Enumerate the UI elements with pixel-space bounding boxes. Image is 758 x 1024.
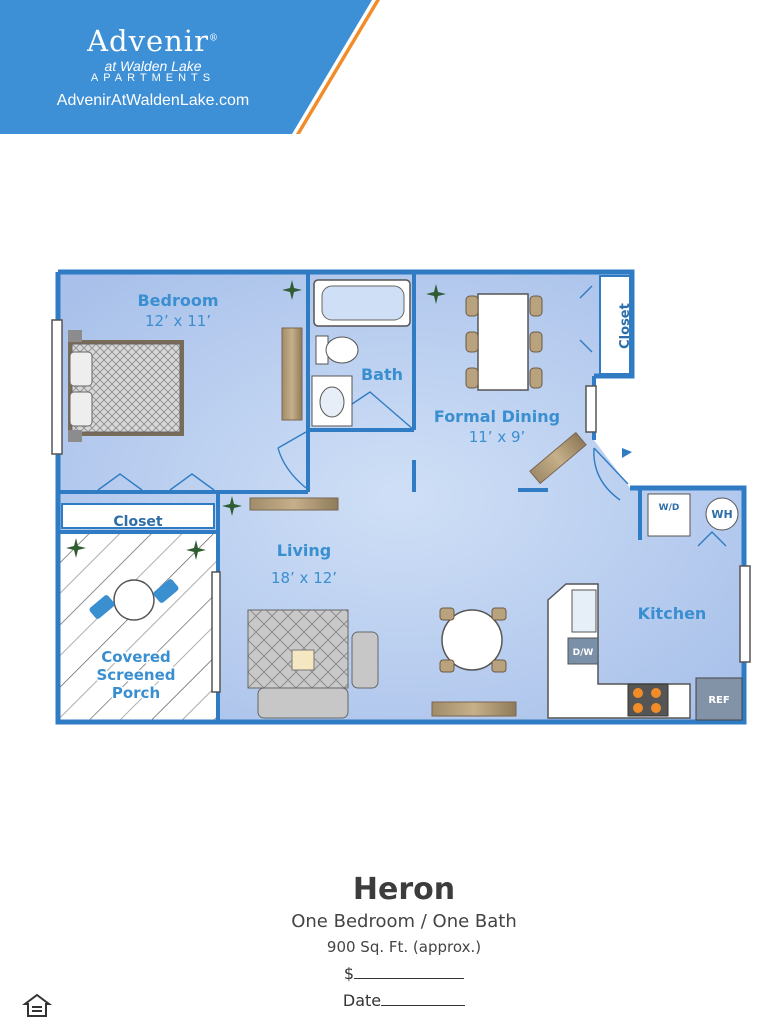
room-label-living: Living bbox=[277, 541, 331, 560]
price-label: $ bbox=[343, 964, 355, 983]
date-row: Date bbox=[204, 991, 604, 1010]
refrigerator-label: REF bbox=[708, 695, 729, 706]
brand-website-link[interactable]: AdvenirAtWaldenLake.com bbox=[56, 92, 250, 109]
banner-background bbox=[0, 0, 372, 134]
dishwasher-box bbox=[567, 637, 599, 665]
porch-label-line2: Screened bbox=[96, 666, 175, 684]
floor-plan: Bedroom 12’ x 11’ Bath Formal Dining 11’… bbox=[51, 269, 751, 725]
bedroom-closet bbox=[61, 503, 215, 529]
bed bbox=[68, 330, 184, 442]
plan-square-footage: 900 Sq. Ft. (approx.) bbox=[326, 938, 482, 956]
date-label: Date bbox=[342, 991, 382, 1010]
living-bench bbox=[431, 701, 517, 717]
media-console bbox=[249, 497, 339, 511]
plan-info: Heron One Bedroom / One Bath 900 Sq. Ft.… bbox=[204, 872, 604, 1010]
dining-sideboard bbox=[529, 431, 587, 485]
plan-title: Heron bbox=[352, 872, 456, 907]
windows bbox=[51, 319, 751, 693]
banner-accent-stripe bbox=[296, 0, 380, 134]
dining-closet bbox=[599, 275, 631, 375]
water-heater-circle bbox=[705, 497, 739, 531]
room-dims-living: 18’ x 12’ bbox=[271, 569, 337, 587]
closet-label-dining: Closet bbox=[618, 303, 633, 349]
room-label-kitchen: Kitchen bbox=[638, 604, 707, 623]
porch-floor bbox=[60, 534, 216, 720]
porch-bistro-set bbox=[89, 579, 179, 621]
dresser bbox=[281, 327, 303, 421]
room-dims-formal-dining: 11’ x 9’ bbox=[469, 428, 526, 446]
water-heater-label: WH bbox=[711, 508, 732, 521]
banner-shape bbox=[0, 0, 380, 134]
living-sofa-set bbox=[247, 609, 379, 719]
price-blank bbox=[354, 964, 465, 979]
refrigerator-box bbox=[695, 677, 743, 721]
door-swings bbox=[97, 285, 727, 547]
dining-table bbox=[465, 293, 543, 391]
room-label-bedroom: Bedroom bbox=[137, 291, 218, 310]
washer-dryer-label: W/D bbox=[659, 503, 680, 513]
room-label-bath: Bath bbox=[361, 365, 403, 384]
price-row: $ bbox=[204, 964, 604, 983]
bath-fixtures bbox=[311, 279, 411, 427]
brand-subtitle: APARTMENTS bbox=[90, 72, 216, 84]
plan-type: One Bedroom / One Bath bbox=[291, 911, 517, 932]
dishwasher-label: D/W bbox=[573, 648, 594, 658]
brand-banner: Advenir® at Walden Lake APARTMENTS Adven… bbox=[0, 0, 380, 134]
room-dims-bedroom: 12’ x 11’ bbox=[145, 312, 211, 330]
closet-label-bedroom: Closet bbox=[113, 514, 163, 530]
round-dining-table bbox=[439, 607, 507, 673]
stove bbox=[627, 683, 669, 717]
kitchen-sink bbox=[571, 589, 597, 633]
entry-arrow-icon bbox=[622, 448, 632, 458]
brand-tagline: at Walden Lake bbox=[104, 58, 202, 74]
date-blank bbox=[381, 991, 466, 1006]
outer-walls bbox=[55, 269, 747, 725]
porch-label-line1: Covered bbox=[101, 648, 171, 666]
plant-icons bbox=[66, 280, 446, 560]
equal-housing-opportunity-icon bbox=[22, 993, 52, 1017]
room-label-formal-dining: Formal Dining bbox=[434, 407, 560, 426]
porch-label-line3: Porch bbox=[112, 684, 160, 702]
washer-dryer-box bbox=[647, 493, 691, 537]
brand-name: Advenir® bbox=[87, 24, 219, 58]
